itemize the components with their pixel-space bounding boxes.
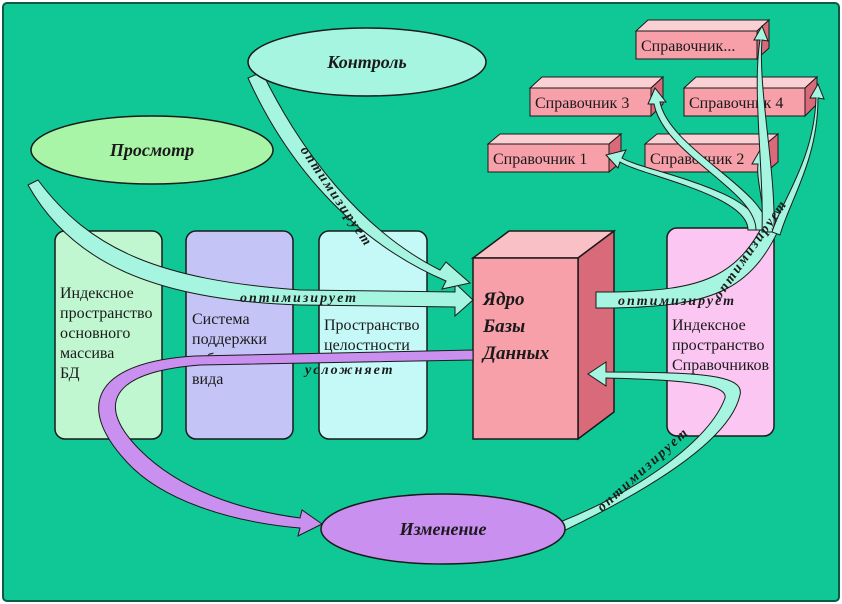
reference-box-1: Справочник 1	[486, 132, 623, 174]
ellipse-control: Контроль	[247, 27, 487, 97]
verb-complicates: усложняет	[303, 363, 395, 378]
block-index-main: Индексное пространство основного массива…	[54, 230, 163, 440]
block-index-main-line-3: основного	[60, 325, 130, 342]
arrow-view-to-core: оптимизирует	[27, 179, 474, 318]
reference-label-n: Справочник...	[641, 38, 735, 55]
core-front-face	[472, 257, 579, 440]
reference-box-4: Справочник 4	[682, 75, 819, 118]
reference-box-n: Справочник...	[634, 18, 771, 61]
reference-label-4: Справочник 4	[689, 95, 783, 112]
arrow-core-to-change: усложняет	[98, 349, 474, 537]
block-index-main-line-4: массива	[60, 345, 114, 362]
reference-label-1: Справочник 1	[493, 151, 587, 168]
block-index-refs-line-3: Справочников	[672, 357, 770, 374]
block-integrity-line-2: целостности	[324, 337, 410, 354]
block-index-main-line-1: Индексное	[60, 285, 134, 302]
core-line-1: Ядро	[482, 289, 525, 310]
ellipse-change: Изменение	[320, 493, 566, 565]
reference-label-3: Справочник 3	[535, 95, 629, 112]
block-table-support-line-2: поддержки	[192, 331, 267, 348]
database-core: Ядро Базы Данных	[470, 229, 617, 441]
reference-box-3: Справочник 3	[528, 75, 665, 118]
block-index-refs: Индексное пространство Справочников	[666, 227, 775, 437]
core-line-2: Базы	[482, 316, 525, 337]
block-index-main-line-2: пространство	[60, 305, 152, 322]
core-side-face	[577, 229, 615, 441]
ellipse-view-label: Просмотр	[109, 140, 194, 160]
ellipse-control-label: Контроль	[326, 52, 407, 72]
block-table-support: Система поддержки табличного вида	[185, 230, 294, 440]
block-index-main-line-5: БД	[60, 365, 80, 382]
block-integrity-line-1: Пространство	[324, 317, 419, 334]
verb-view-optimizes: оптимизирует	[240, 291, 358, 306]
ellipse-view: Просмотр	[30, 115, 274, 185]
core-line-3: Данных	[481, 343, 550, 364]
verb-refs-optimizes-1: оптимизирует	[618, 294, 736, 309]
block-table-support-line-1: Система	[192, 311, 250, 328]
ellipse-change-label: Изменение	[399, 519, 487, 539]
block-index-refs-line-2: пространство	[672, 337, 764, 354]
block-table-support-line-4: вида	[192, 371, 223, 388]
block-index-refs-line-1: Индексное	[672, 317, 746, 334]
